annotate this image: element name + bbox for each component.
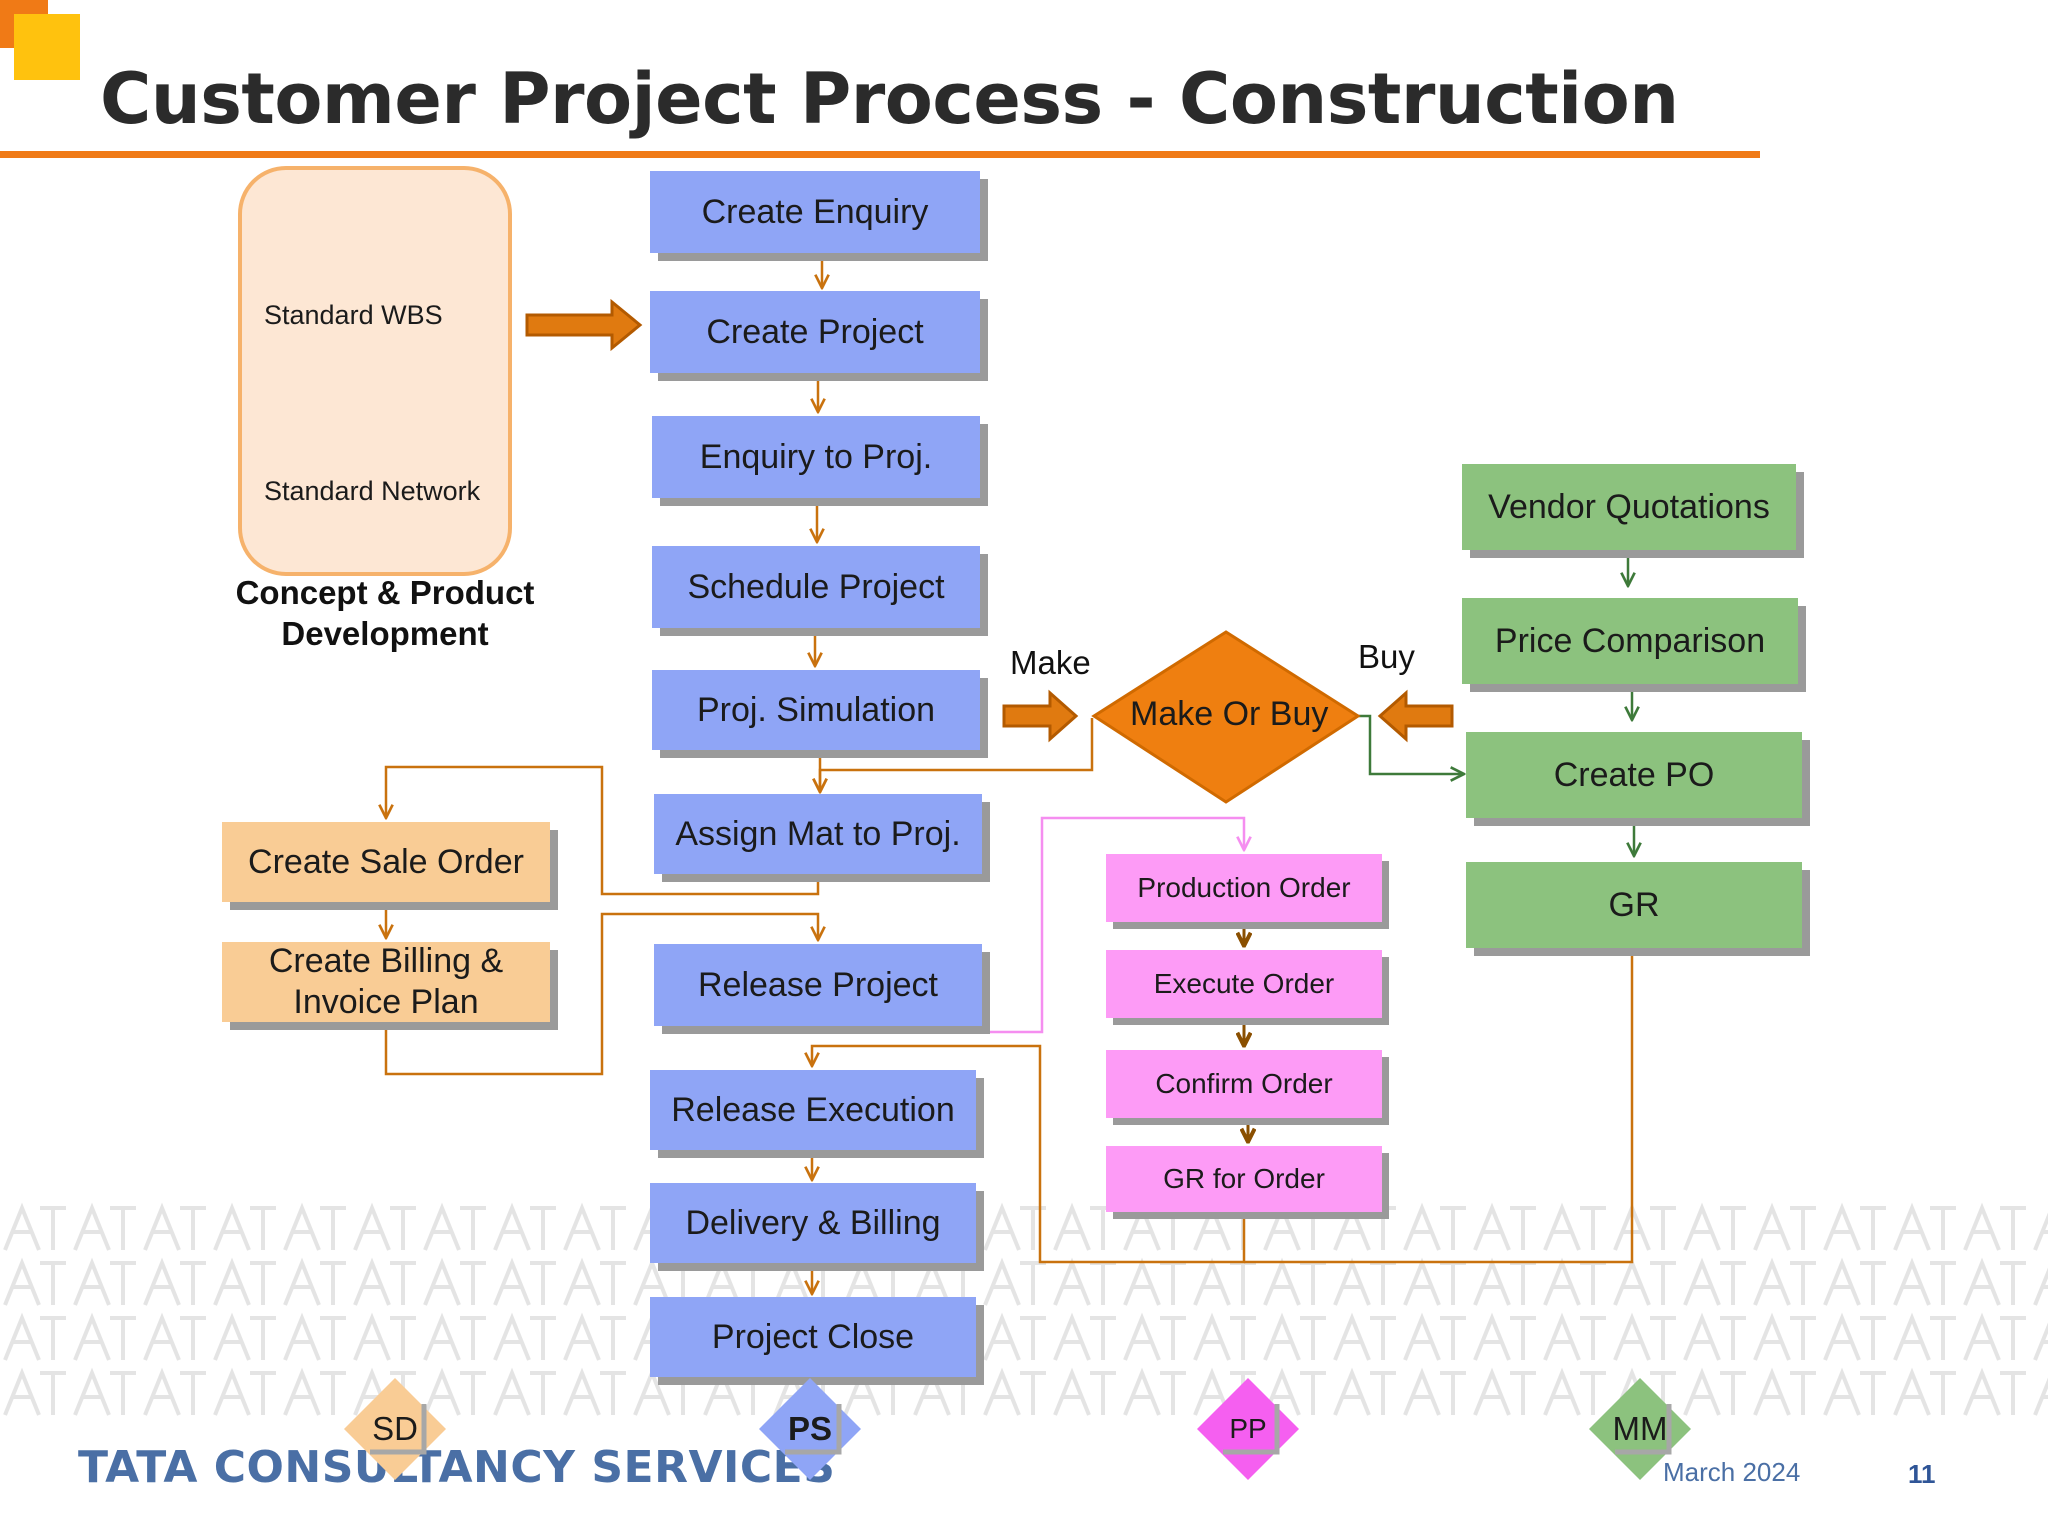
module-tag-ps-label: PS bbox=[787, 1410, 833, 1447]
ps-step-release-project: Release Project bbox=[654, 944, 982, 1026]
concept-caption: Concept & Product Development bbox=[235, 574, 535, 653]
ps-step-delivery-billing: Delivery & Billing bbox=[650, 1183, 976, 1263]
footer-date: March 2024 bbox=[1663, 1457, 1801, 1487]
connector-release-to-production bbox=[818, 816, 1244, 1034]
module-tag-pp: PP bbox=[1193, 1374, 1303, 1484]
pp-step-production-order: Production Order bbox=[1106, 854, 1382, 922]
ps-step-project-close: Project Close bbox=[650, 1297, 976, 1377]
block-arrow-concept-to-project bbox=[525, 298, 643, 352]
pp-step-execute-order: Execute Order bbox=[1106, 950, 1382, 1018]
module-tag-pp-shape bbox=[1197, 1378, 1299, 1480]
tata-watermark-pattern bbox=[0, 1200, 2048, 1420]
title-underline bbox=[0, 151, 1760, 158]
concept-item-standard-wbs: Standard WBS bbox=[264, 300, 443, 330]
module-tag-mm-shape bbox=[1589, 1378, 1691, 1480]
mm-step-create-po: Create PO bbox=[1466, 732, 1802, 818]
block-arrow-buy bbox=[1377, 689, 1454, 743]
module-tag-mm: MM bbox=[1585, 1374, 1695, 1484]
connector-mm-gr-return bbox=[1244, 946, 1634, 1264]
concept-item-standard-network: Standard Network bbox=[264, 476, 481, 506]
module-tag-pp-label: PP bbox=[1229, 1413, 1267, 1444]
pp-step-gr-for-order: GR for Order bbox=[1106, 1146, 1382, 1212]
ps-step-assign-mat-to-proj: Assign Mat to Proj. bbox=[654, 794, 982, 874]
page-title: Customer Project Process - Construction bbox=[100, 58, 1679, 140]
module-tag-sd: SD bbox=[340, 1374, 450, 1484]
mm-step-price-comparison: Price Comparison bbox=[1462, 598, 1798, 684]
mm-step-gr: GR bbox=[1466, 862, 1802, 948]
ps-step-proj-simulation: Proj. Simulation bbox=[652, 670, 980, 750]
make-or-buy-label: Make Or Buy bbox=[1130, 695, 1329, 733]
ps-step-schedule-project: Schedule Project bbox=[652, 546, 980, 628]
ps-step-create-enquiry: Create Enquiry bbox=[650, 171, 980, 253]
concept-box: Standard WBS Standard Network bbox=[238, 166, 512, 576]
connector-make-to-assign bbox=[820, 718, 1094, 792]
block-arrow-make bbox=[1002, 689, 1079, 743]
connector-assign-to-sale-order bbox=[386, 765, 820, 896]
company-logo-text: TATA CONSULTANCY SERVICES bbox=[78, 1442, 836, 1493]
module-tag-mm-label: MM bbox=[1612, 1410, 1668, 1447]
ps-step-create-project: Create Project bbox=[650, 291, 980, 373]
module-tag-sd-label: SD bbox=[372, 1410, 418, 1447]
ps-step-enquiry-to-proj: Enquiry to Proj. bbox=[652, 416, 980, 498]
connector-gr-to-release-execution bbox=[812, 1044, 1246, 1264]
pp-step-confirm-order: Confirm Order bbox=[1106, 1050, 1382, 1118]
connector-buy-to-po bbox=[1354, 714, 1464, 774]
module-tag-ps: PS bbox=[755, 1374, 865, 1484]
logo-square-yellow bbox=[14, 14, 80, 80]
module-tag-sd-shape bbox=[344, 1378, 446, 1480]
buy-label: Buy bbox=[1358, 638, 1415, 675]
page-number: 11 bbox=[1908, 1459, 1936, 1489]
connector-billing-to-release bbox=[384, 912, 818, 1076]
sd-step-create-billing-invoice-plan: Create Billing & Invoice Plan bbox=[222, 942, 550, 1022]
sd-step-create-sale-order: Create Sale Order bbox=[222, 822, 550, 902]
ps-step-release-execution: Release Execution bbox=[650, 1070, 976, 1150]
mm-step-vendor-quotations: Vendor Quotations bbox=[1462, 464, 1796, 550]
make-label: Make bbox=[1010, 644, 1091, 681]
make-or-buy-diamond bbox=[1091, 630, 1361, 804]
module-tag-ps-shape bbox=[759, 1378, 861, 1480]
